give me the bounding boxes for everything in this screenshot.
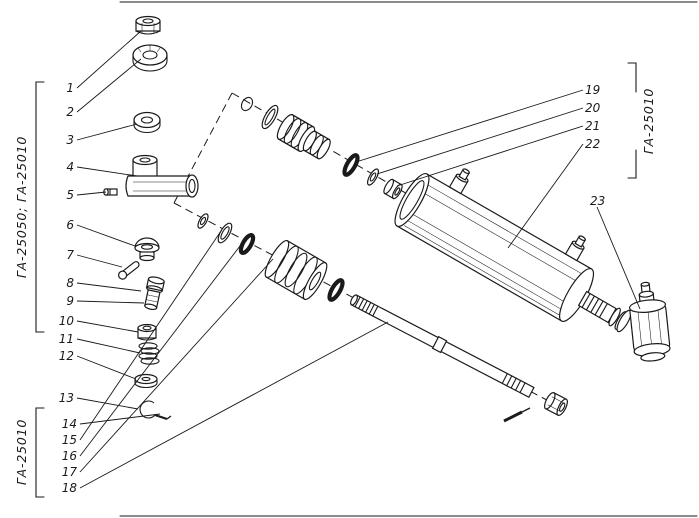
- bracket-left-top: ГА-25050; ГА-25010: [14, 81, 45, 333]
- bracket-right: ГА-25010: [627, 62, 656, 179]
- part-12-disc: [134, 373, 158, 389]
- callout-number-15: 15: [62, 433, 77, 447]
- rod-nut: [544, 391, 568, 417]
- callout-number-17: 17: [62, 465, 78, 479]
- callout-number-16: 16: [62, 449, 78, 463]
- callout-number-14: 14: [62, 417, 77, 431]
- upper-stack-bushings: [276, 114, 331, 160]
- lower-stack-ring-2: [217, 222, 233, 244]
- upper-stack-ring: [240, 96, 254, 112]
- callout-number-13: 13: [59, 391, 74, 405]
- bracket-left-top-label: ГА-25050; ГА-25010: [14, 136, 29, 278]
- callout-number-7: 7: [66, 248, 74, 262]
- callout-number-19: 19: [585, 83, 600, 97]
- cylinder-port-front: [448, 168, 470, 195]
- part-22-cylinder-body: [394, 168, 627, 330]
- figure-border: [119, 1, 698, 517]
- callout-number-12: 12: [59, 349, 74, 363]
- part-13-snap-ring: [139, 400, 172, 421]
- callout-number-4: 4: [66, 160, 74, 174]
- piston-rod: [350, 294, 535, 399]
- callout-number-20: 20: [585, 101, 601, 115]
- bracket-right-label: ГА-25010: [641, 88, 656, 154]
- callout-number-5: 5: [66, 188, 74, 202]
- bracket-left-bottom-label: ГА-25010: [14, 419, 29, 485]
- callout-number-23: 23: [590, 194, 605, 208]
- callout-number-8: 8: [66, 276, 74, 290]
- lower-stack-gland: [264, 239, 328, 301]
- upper-stack-o-ring: [261, 104, 279, 130]
- part-23-ball-joint: [616, 281, 671, 362]
- part-1-hex-nut: [135, 15, 161, 35]
- lower-stack-o-ring: [238, 233, 256, 255]
- bracket-left-bottom: ГА-25010: [14, 407, 45, 498]
- part-2-bearing-washer: [132, 44, 168, 72]
- callout-number-3: 3: [66, 133, 74, 147]
- part-4-pivot-housing: [125, 154, 199, 198]
- part-8-9-plunger: [144, 276, 165, 311]
- callout-leader-lines: [76, 30, 641, 489]
- cylinder-port-rear: [564, 235, 587, 262]
- part-3-washer: [133, 111, 161, 134]
- callout-number-21: 21: [585, 119, 600, 133]
- upper-stack-seal: [342, 153, 360, 177]
- upper-stack-washer: [366, 168, 380, 186]
- callout-number-18: 18: [62, 481, 78, 495]
- callout-number-6: 6: [66, 218, 74, 232]
- callout-number-10: 10: [59, 314, 75, 328]
- upper-stack-nut: [383, 178, 403, 200]
- part-10-bushing: [137, 323, 157, 341]
- lower-stack-seal: [327, 278, 345, 302]
- part-7-pin: [118, 261, 140, 280]
- part-6-cap-nut: [134, 237, 160, 262]
- callout-number-1: 1: [66, 81, 74, 95]
- callout-number-22: 22: [585, 137, 600, 151]
- callout-number-9: 9: [66, 294, 74, 308]
- rod-pin: [503, 407, 531, 423]
- callout-number-11: 11: [59, 332, 74, 346]
- part-11-spring: [138, 342, 160, 365]
- lower-stack-ring-1: [197, 213, 209, 229]
- callout-numbers: 1 2 3 4 5 6 7 8 9 10 11 12 13 14 15 16 1…: [59, 81, 606, 495]
- callout-number-2: 2: [66, 105, 74, 119]
